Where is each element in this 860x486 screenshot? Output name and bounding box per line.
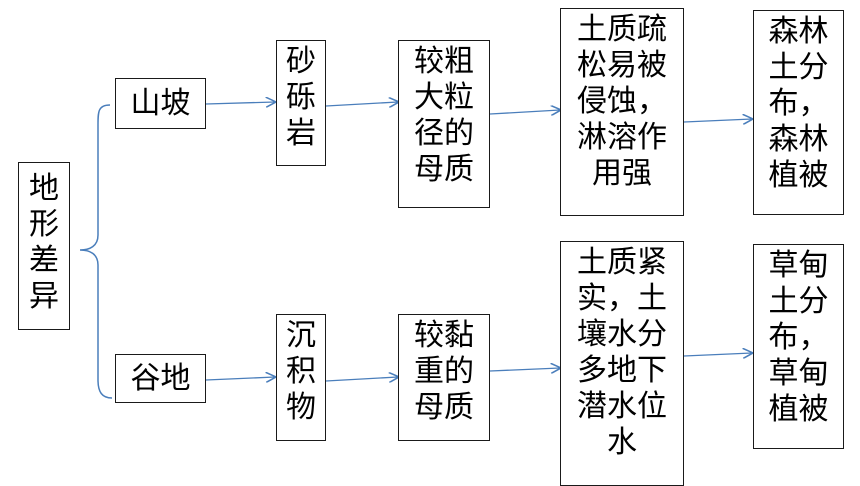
node-loose-soil: 土质疏 松易被 侵蚀， 淋溶作 用强 bbox=[560, 8, 684, 216]
node-coarse-parent-material: 较粗 大粒 径的 母质 bbox=[398, 40, 490, 208]
arrow-bottom-1 bbox=[205, 377, 275, 380]
arrow-top-3 bbox=[489, 110, 560, 114]
node-sediment-label: 沉 积 物 bbox=[286, 318, 316, 425]
node-gravel-rock-label: 砂 砾 岩 bbox=[286, 44, 316, 151]
node-forest-soil-label: 森林 土分 布， 森林 植被 bbox=[768, 14, 829, 193]
arrow-bottom-4 bbox=[683, 353, 752, 356]
node-forest-soil: 森林 土分 布， 森林 植被 bbox=[753, 10, 844, 215]
node-coarse-parent-material-label: 较粗 大粒 径的 母质 bbox=[414, 44, 474, 187]
node-compact-soil-label: 土质紧 实，土 壤水分 多地下 潜水位 水 bbox=[577, 245, 667, 460]
node-meadow-soil-label: 草甸 土分 布， 草甸 植被 bbox=[768, 248, 829, 427]
branch-node-slope-label: 山坡 bbox=[130, 85, 191, 121]
arrow-top-2 bbox=[325, 102, 398, 106]
arrow-bottom-3 bbox=[489, 368, 560, 371]
arrow-top-1 bbox=[205, 102, 275, 104]
branch-node-slope: 山坡 bbox=[115, 78, 206, 129]
node-clay-parent-material-label: 较黏 重的 母质 bbox=[414, 318, 474, 425]
node-meadow-soil: 草甸 土分 布， 草甸 植被 bbox=[753, 244, 844, 449]
arrow-bottom-2 bbox=[325, 377, 398, 381]
branch-node-valley: 谷地 bbox=[115, 354, 206, 403]
branch-node-valley-label: 谷地 bbox=[130, 360, 191, 396]
node-sediment: 沉 积 物 bbox=[276, 314, 326, 441]
node-gravel-rock: 砂 砾 岩 bbox=[276, 40, 326, 166]
arrow-top-4 bbox=[683, 119, 752, 122]
root-node-label: 地 形 差 异 bbox=[29, 171, 59, 314]
root-node-terrain-difference: 地 形 差 异 bbox=[18, 162, 70, 330]
node-clay-parent-material: 较黏 重的 母质 bbox=[398, 314, 490, 441]
node-loose-soil-label: 土质疏 松易被 侵蚀， 淋溶作 用强 bbox=[577, 12, 667, 191]
branch-brace bbox=[79, 104, 113, 399]
node-compact-soil: 土质紧 实，土 壤水分 多地下 潜水位 水 bbox=[560, 241, 684, 486]
